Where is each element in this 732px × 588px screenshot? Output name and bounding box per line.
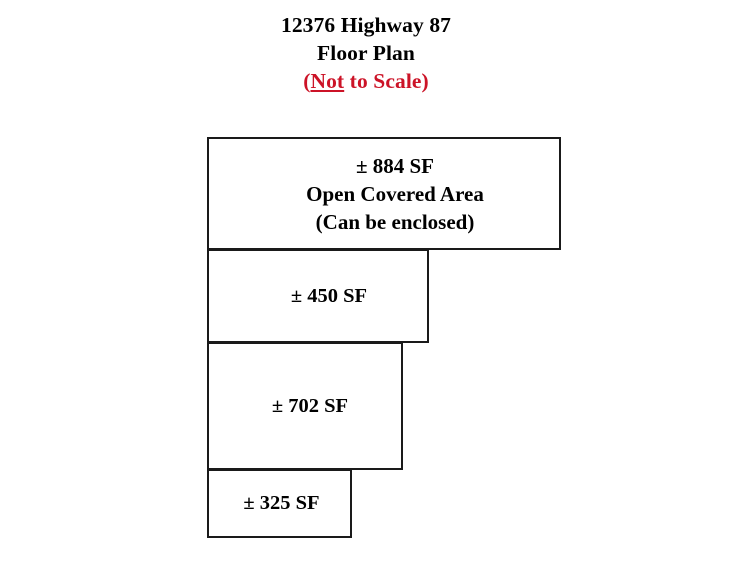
- not-to-scale-note: (Not to Scale): [0, 67, 732, 95]
- room-box-325: ± 325 SF: [207, 469, 352, 538]
- room-area-label: ± 702 SF: [271, 394, 349, 417]
- room-area-label: ± 450 SF: [290, 284, 368, 307]
- room-name-label: Open Covered Area: [306, 181, 484, 206]
- note-open-paren: (: [303, 69, 311, 93]
- room-box-open-covered-area: ± 884 SF Open Covered Area (Can be enclo…: [207, 137, 561, 250]
- page-title-address: 12376 Highway 87: [280, 13, 452, 37]
- room-box-702: ± 702 SF: [207, 342, 403, 470]
- room-note-label: (Can be enclosed): [315, 209, 475, 234]
- note-underlined-word: Not: [310, 69, 345, 93]
- room-box-450: ± 450 SF: [207, 249, 429, 343]
- room-area-label: ± 325 SF: [243, 492, 320, 514]
- title-block: 12376 Highway 87 Floor Plan (Not to Scal…: [0, 12, 732, 95]
- page-subtitle-floor-plan: Floor Plan: [317, 41, 415, 65]
- room-area-label: ± 884 SF: [355, 153, 435, 178]
- note-rest: to Scale): [344, 69, 429, 93]
